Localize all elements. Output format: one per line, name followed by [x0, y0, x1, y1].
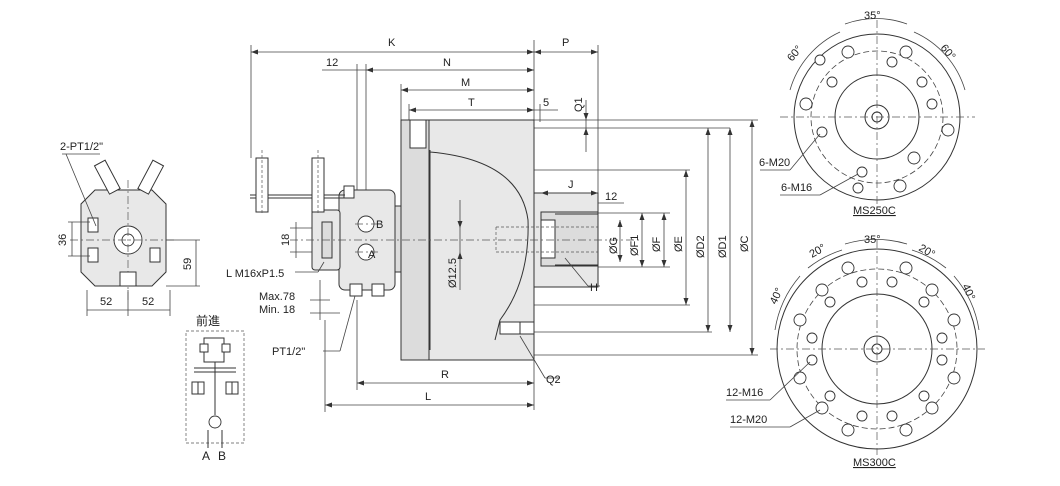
dim-phiG: ØG: [608, 237, 620, 254]
dim-L: L: [425, 391, 431, 403]
dim-36: 36: [57, 234, 69, 246]
dim-T: T: [468, 97, 475, 109]
schematic-A: A: [202, 449, 210, 463]
side-view: K P 12 N M T 5 Q1: [226, 37, 758, 412]
dim-phiF: ØF: [651, 236, 663, 252]
dim-52-right: 52: [142, 296, 154, 308]
end-view: 2-PT1/2" 36 59 52 52: [57, 141, 200, 316]
ms250-angle-60-left: 60°: [785, 43, 805, 63]
dim-R: R: [441, 369, 449, 381]
dim-phi12-5: Ø12.5: [447, 258, 459, 288]
forward-label: 前進: [196, 313, 220, 328]
ms250-angle-35: 35°: [864, 10, 881, 22]
port-A-label: A: [368, 249, 376, 261]
ms300-12-M20: 12-M20: [730, 414, 767, 426]
dim-M: M: [461, 77, 470, 89]
schematic-B: B: [218, 449, 226, 463]
two-pt-label: 2-PT1/2": [60, 141, 103, 153]
ms250-6-M16: 6-M16: [781, 182, 812, 194]
dim-K: K: [388, 37, 396, 49]
dim-H: H: [590, 282, 598, 294]
dim-12-top: 12: [326, 57, 338, 69]
dim-phiD1: ØD1: [717, 235, 729, 258]
ms250c-view: 35° 60° 60° 6-M20 6-M16 MS250C: [759, 10, 975, 217]
dim-N: N: [443, 57, 451, 69]
dim-Q2: Q2: [546, 374, 561, 386]
dim-phiF1: ØF1: [629, 235, 641, 256]
port-B-label: B: [376, 219, 383, 231]
ms300-angle-20-left: 20°: [808, 242, 828, 261]
ms300c-view: 35° 20° 20° 40° 40° 12-M16 12-M20 MS300C: [726, 234, 985, 469]
ms250-title: MS250C: [853, 205, 896, 217]
min-18-label: Min. 18: [259, 304, 295, 316]
dim-phiE: ØE: [673, 236, 685, 252]
dim-phiD2: ØD2: [695, 235, 707, 258]
ms250-6-M20: 6-M20: [759, 157, 790, 169]
hydraulic-schematic: 前進 A B: [185, 313, 245, 463]
dim-52-left: 52: [100, 296, 112, 308]
dim-59: 59: [182, 258, 194, 270]
ms300-12-M16: 12-M16: [726, 387, 763, 399]
dim-18: 18: [280, 234, 292, 246]
ms300-title: MS300C: [853, 457, 896, 469]
dim-J: J: [568, 179, 574, 191]
max-78-label: Max.78: [259, 291, 295, 303]
dim-P: P: [562, 37, 569, 49]
ms300-angle-35: 35°: [864, 234, 881, 246]
dim-Q1: Q1: [573, 97, 585, 112]
dim-12-mid: 12: [605, 191, 617, 203]
ms250-angle-60-right: 60°: [938, 42, 958, 62]
dim-5: 5: [543, 97, 549, 109]
thread-label: L M16xP1.5: [226, 268, 284, 280]
dim-phiC: ØC: [739, 235, 751, 252]
pt-half-label: PT1/2": [272, 346, 305, 358]
